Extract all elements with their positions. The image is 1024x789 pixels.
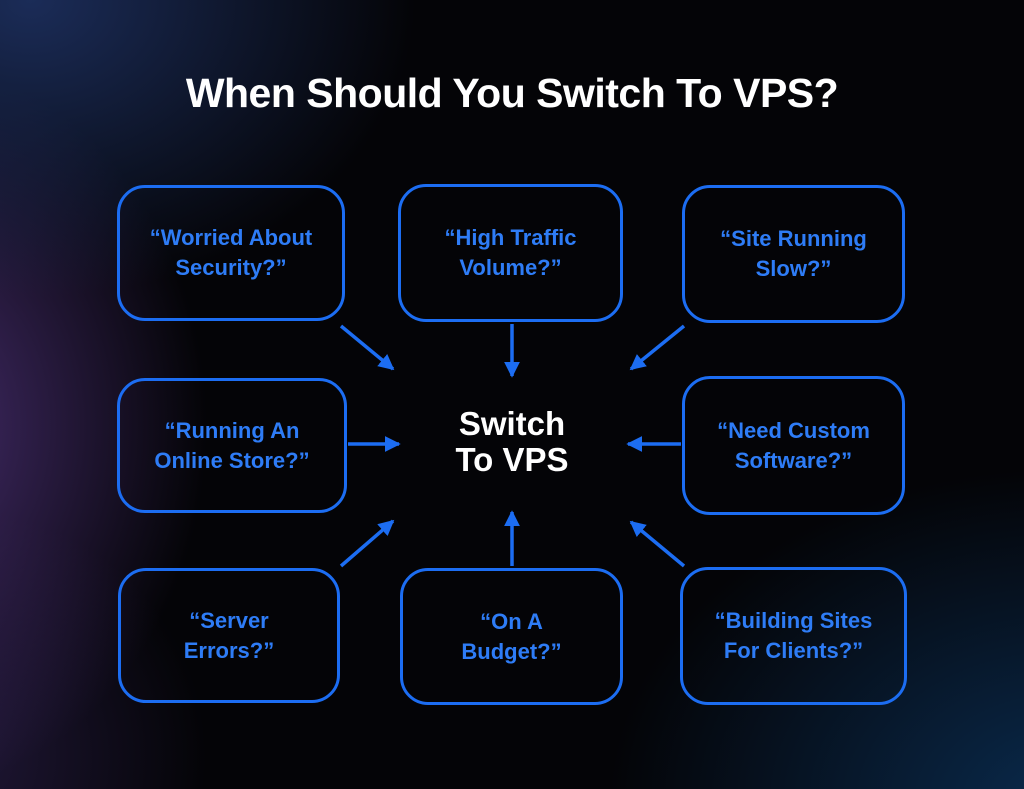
arrow-bottom-left-to-center — [339, 519, 395, 568]
arrow-top-right-to-center — [629, 324, 686, 371]
box-site-running-slow: “Site Running Slow?” — [682, 185, 905, 323]
box-running-an-online-store: “Running An Online Store?” — [117, 378, 347, 513]
box-label-line: “Running An — [164, 417, 300, 443]
box-worried-about-security: “Worried About Security?” — [117, 185, 345, 321]
box-label-line: Security?” — [175, 255, 287, 280]
center-label-line: Switch — [458, 405, 566, 442]
box-label-line: Volume?” — [459, 255, 562, 280]
box-label-line: “Server — [189, 607, 269, 633]
arrow-top-left-to-center — [339, 324, 395, 371]
box-label-line: Budget?” — [461, 638, 562, 664]
center-label-switch-to-vps: Switch To VPS — [455, 406, 568, 478]
box-label-line: Slow?” — [755, 256, 832, 281]
arrow-bottom-right-to-center — [629, 520, 686, 568]
box-on-a-budget: “On A Budget?” — [400, 568, 623, 705]
box-label-line: “On A — [480, 608, 543, 634]
box-server-errors: “Server Errors?” — [118, 568, 340, 703]
box-label-line: “Site Running — [720, 226, 867, 251]
box-label-line: For Clients?” — [723, 638, 864, 663]
box-label-line: “High Traffic — [444, 225, 577, 250]
box-label-line: Software?” — [734, 447, 853, 473]
box-label-line: “Building Sites — [714, 608, 873, 633]
box-label-line: Online Store?” — [154, 447, 310, 473]
box-label-line: “Worried About — [149, 225, 313, 250]
box-building-sites-for-clients: “Building Sites For Clients?” — [680, 567, 907, 705]
box-label-line: “Need Custom — [717, 417, 870, 443]
box-label-line: Errors?” — [183, 637, 275, 663]
center-label-line: To VPS — [455, 441, 569, 478]
box-need-custom-software: “Need Custom Software?” — [682, 376, 905, 515]
box-high-traffic-volume: “High Traffic Volume?” — [398, 184, 623, 322]
page-title: When Should You Switch To VPS? — [185, 70, 839, 116]
